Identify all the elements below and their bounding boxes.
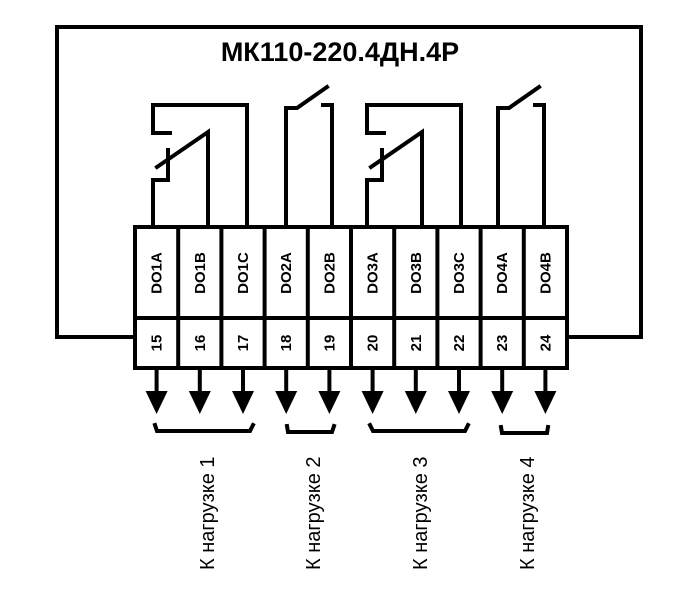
terminal-number: 23 <box>494 335 511 352</box>
terminal-number: 22 <box>451 335 468 352</box>
terminal-16: DO1B 16 <box>176 225 224 370</box>
terminal-block: DO1A 15 DO1B 16 DO1C 17 DO2A 18 DO2B 19 DO3A 20 DO3B… <box>133 225 569 370</box>
load-bracket-3 <box>367 422 471 433</box>
relay-4-no-contact <box>496 84 546 229</box>
output-arrow-icon <box>534 368 557 414</box>
terminal-24: DO4B 24 <box>521 225 569 370</box>
device-title: МК110-220.4ДН.4Р <box>221 37 459 67</box>
output-arrow-icon <box>448 368 470 414</box>
terminal-label: DO4A <box>494 252 511 294</box>
load-label-3: К нагрузке 3 <box>410 456 432 570</box>
output-arrow-icon <box>404 368 427 414</box>
terminal-17: DO1C 17 <box>219 225 267 370</box>
output-arrow-icon <box>232 368 254 414</box>
load-label-4: К нагрузке 4 <box>517 456 539 570</box>
load-label-2: К нагрузке 2 <box>303 456 325 570</box>
load-bracket-1 <box>152 422 256 433</box>
terminal-number: 18 <box>278 335 295 352</box>
terminal-23: DO4A 23 <box>478 225 526 370</box>
terminal-label: DO1B <box>192 252 209 294</box>
load-label-1: К нагрузке 1 <box>197 456 219 570</box>
terminal-label: DO3A <box>365 252 382 294</box>
output-arrow-icon <box>318 368 341 414</box>
terminal-15: DO1A 15 <box>133 252 181 352</box>
terminal-19: DO2B 19 <box>305 225 353 370</box>
terminal-22: DO3C 22 <box>435 225 483 370</box>
terminal-label: DO4B <box>537 252 554 294</box>
output-arrow-icon <box>188 368 211 414</box>
device-outline <box>55 25 643 339</box>
terminal-label: DO1A <box>149 252 166 294</box>
terminal-number: 24 <box>537 334 554 351</box>
terminal-21: DO3B 21 <box>392 225 440 370</box>
terminal-18: DO2A 18 <box>262 225 310 370</box>
output-arrow-icon <box>145 368 168 414</box>
terminal-number: 20 <box>365 335 382 352</box>
load-bracket-4 <box>498 424 551 435</box>
terminal-label: DO3B <box>408 252 425 294</box>
terminal-label: DO3C <box>451 252 468 294</box>
output-arrow-icon <box>491 368 514 414</box>
terminal-number: 21 <box>408 335 425 352</box>
terminal-20: DO3A 20 <box>349 225 397 370</box>
terminal-number: 16 <box>192 335 209 352</box>
output-arrow-icon <box>361 368 384 414</box>
load-brackets <box>152 422 551 435</box>
relay-3-changeover-contact <box>365 103 463 229</box>
output-arrow-icon <box>275 368 298 414</box>
terminal-label: DO2A <box>278 252 295 294</box>
terminal-number: 19 <box>321 335 338 352</box>
terminal-label: DO2B <box>321 252 338 294</box>
terminal-label: DO1C <box>235 252 252 294</box>
terminal-number: 17 <box>235 335 252 352</box>
relay-1-changeover-contact <box>151 103 249 229</box>
load-bracket-2 <box>284 423 337 434</box>
terminal-number: 15 <box>149 335 166 352</box>
relay-2-no-contact <box>284 84 334 229</box>
